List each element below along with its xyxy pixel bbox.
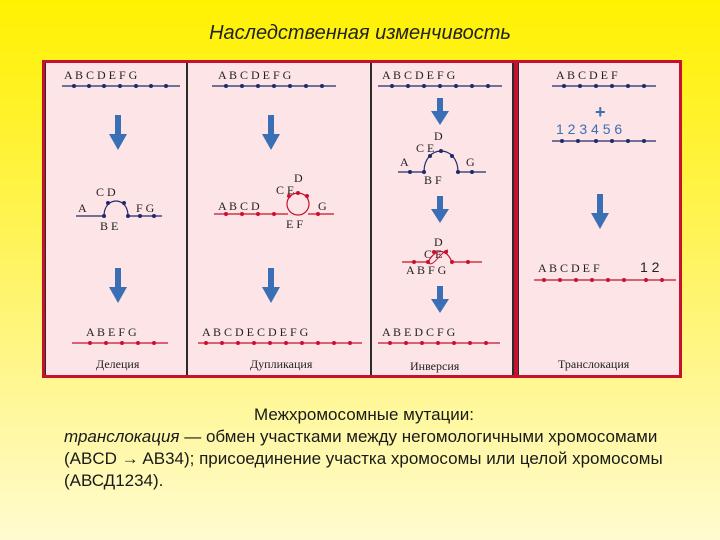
inversion-caption: Инверсия (410, 359, 460, 373)
deletion-loop-chromosome (76, 200, 162, 218)
translocation-second-labels: 1 2 3 4 5 6 (556, 121, 622, 137)
translocation-result-chromosome (534, 278, 676, 282)
duplication-result: A B C D E C D E F G (202, 325, 309, 339)
arrow-down-icon (431, 196, 449, 223)
duplication-result-chromosome (198, 341, 362, 345)
inversion-mid1-g: G (466, 155, 475, 169)
inversion-mid1-a: A (400, 155, 409, 169)
translocation-result-digits: 1 2 (640, 259, 660, 275)
description: Межхромосомные мутации: транслокация — о… (64, 404, 694, 492)
duplication-mid-d: D (294, 171, 303, 185)
inversion-mid1-bottom: B F (424, 173, 442, 187)
description-text: — обмен участками между негомологичными … (64, 427, 663, 490)
deletion-mid-fg: F G (136, 201, 155, 215)
inversion-top-chromosome (378, 84, 502, 88)
inversion-mid2-ce: C E (424, 247, 442, 261)
duplication-loop-chromosome (214, 191, 334, 216)
deletion-result-chromosome (72, 341, 168, 345)
separator-line (514, 60, 518, 378)
deletion-top-labels: A B C D E F G (64, 68, 138, 82)
plus-icon: + (595, 102, 606, 122)
description-term: транслокация (64, 427, 180, 446)
arrow-down-icon (431, 98, 449, 125)
arrow-down-icon (431, 286, 449, 313)
deletion-caption: Делеция (96, 357, 140, 371)
deletion-mid-bottom: B E (100, 219, 118, 233)
deletion-mid-top: C D (96, 185, 116, 199)
deletion-mid-a: A (78, 201, 87, 215)
duplication-mid-ce: C E (276, 183, 294, 197)
translocation-second-chromosome (552, 139, 656, 143)
inversion-mid1-ce: C E (416, 141, 434, 155)
arrow-down-icon (109, 115, 127, 150)
duplication-top-labels: A B C D E F G (218, 68, 292, 82)
inversion-top-labels: A B C D E F G (382, 68, 456, 82)
description-heading: Межхромосомные мутации: (253, 405, 475, 424)
inversion-loop-chromosome (398, 149, 486, 174)
duplication-mid-bottom: E F (286, 217, 303, 231)
arrow-down-icon (591, 194, 609, 229)
translocation-top-chromosome (552, 84, 656, 88)
translocation-top-labels: A B C D E F (556, 68, 618, 82)
deletion-result: A B E F G (86, 325, 137, 339)
inversion-mid1-d: D (434, 129, 443, 143)
duplication-caption: Дупликация (250, 357, 313, 371)
duplication-mid-g: G (318, 199, 327, 213)
inversion-result-chromosome (378, 341, 500, 345)
inversion-result: A B E D C F G (382, 325, 456, 339)
duplication-mid-line: A B C D (218, 199, 260, 213)
inversion-cross-chromosome (402, 249, 482, 265)
arrow-down-icon (262, 268, 280, 303)
translocation-caption: Транслокация (558, 357, 630, 371)
slide-title: Наследственная изменчивость (209, 22, 511, 44)
arrow-down-icon (262, 115, 280, 150)
deletion-top-chromosome (62, 84, 180, 88)
inversion-mid2-d: D (434, 235, 443, 249)
arrow-down-icon (109, 268, 127, 303)
panel-duplication (188, 63, 370, 375)
inversion-mid2-line: A B F G (406, 263, 447, 277)
translocation-result-letters: A B C D E F (538, 261, 600, 275)
duplication-top-chromosome (212, 84, 336, 88)
